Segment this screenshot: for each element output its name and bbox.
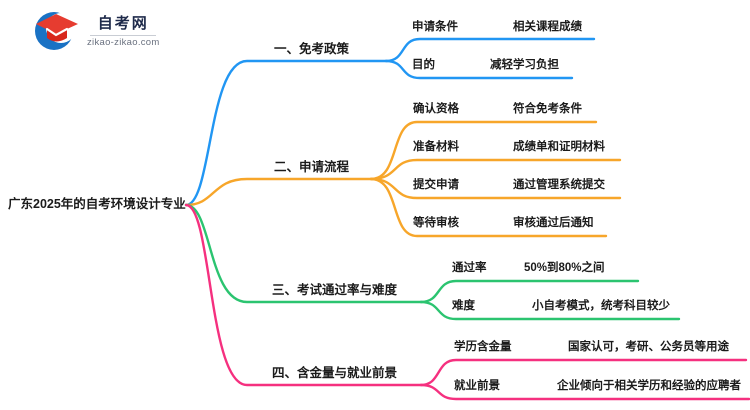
branch-label-pass-rate-difficulty: 三、考试通过率与难度 xyxy=(272,283,398,297)
child-label: 通过率 xyxy=(452,262,487,274)
site-url: zikao-zikao.com xyxy=(87,37,160,48)
child-label: 确认资格 xyxy=(413,103,459,115)
child-value: 国家认可，考研、公务员等用途 xyxy=(568,341,729,353)
child-label: 学历含金量 xyxy=(454,341,512,353)
branch-label-value-employment: 四、含金量与就业前景 xyxy=(272,366,398,380)
logo-text: 自考网 zikao-zikao.com xyxy=(87,12,160,48)
branch-label-exemption-policy: 一、免考政策 xyxy=(274,42,350,56)
root-node: 广东2025年的自考环境设计专业 xyxy=(8,197,186,211)
child-label: 就业前景 xyxy=(454,380,500,392)
child-value: 减轻学习负担 xyxy=(490,59,559,71)
logo: 自考网 zikao-zikao.com xyxy=(33,8,160,52)
child-value: 成绩单和证明材料 xyxy=(513,141,605,153)
child-value: 审核通过后通知 xyxy=(513,217,594,229)
graduation-cap-icon xyxy=(35,12,78,50)
child-value: 符合免考条件 xyxy=(513,103,582,115)
child-label: 难度 xyxy=(452,300,475,312)
child-value: 小自考模式，统考科目较少 xyxy=(532,300,670,312)
child-label: 申请条件 xyxy=(412,21,458,33)
child-label: 等待审核 xyxy=(413,217,459,229)
branch-label-application-process: 二、申请流程 xyxy=(274,160,350,174)
child-label: 提交申请 xyxy=(413,179,459,191)
site-name: 自考网 xyxy=(97,15,149,32)
child-value: 企业倾向于相关学历和经验的应聘者 xyxy=(557,380,741,392)
child-label: 准备材料 xyxy=(413,141,459,153)
child-label: 目的 xyxy=(412,59,435,71)
child-value: 50%到80%之间 xyxy=(524,262,605,274)
child-value: 通过管理系统提交 xyxy=(513,179,605,191)
child-value: 相关课程成绩 xyxy=(513,21,582,33)
logo-divider xyxy=(90,35,157,36)
